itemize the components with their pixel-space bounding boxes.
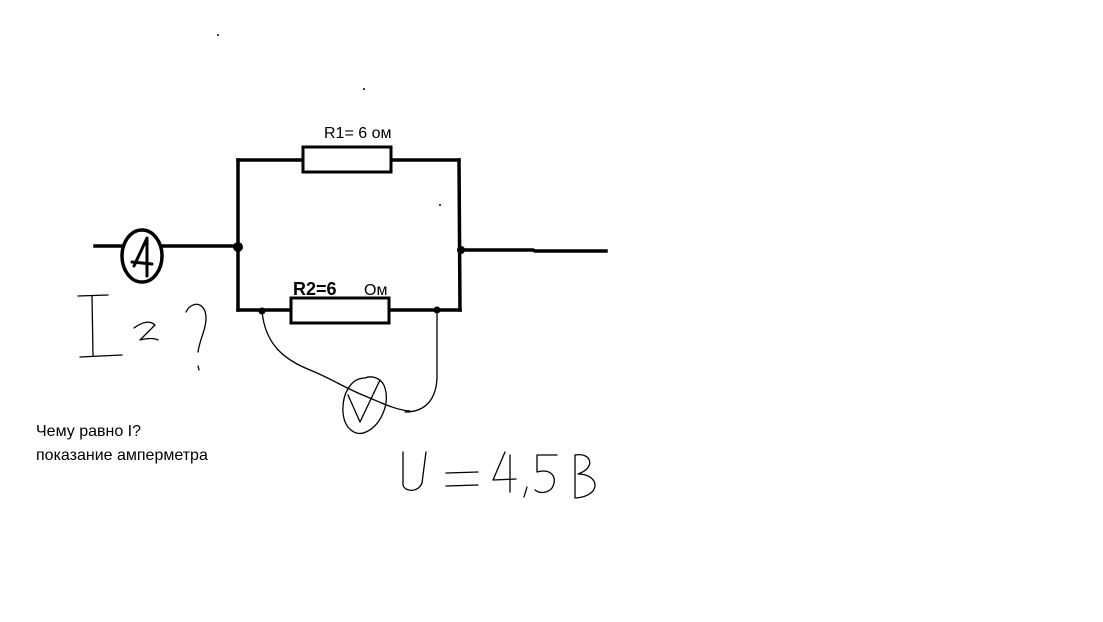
stray-dot <box>217 34 219 36</box>
r1-label: R1= 6 ом <box>324 125 391 142</box>
circuit-wires <box>93 158 608 312</box>
question-line-1: Чему равно I? <box>36 423 142 440</box>
ammeter <box>120 228 164 284</box>
stray-dot <box>363 88 365 90</box>
voltmeter <box>261 309 438 434</box>
r2-unit-label: Ом <box>364 282 387 299</box>
voltmeter-circle <box>342 376 387 434</box>
ammeter-letter-a-icon <box>130 236 154 278</box>
ammeter-circle <box>120 228 164 284</box>
voltmeter-wire-left <box>261 310 411 412</box>
wire-right-lead <box>458 248 608 253</box>
stray-dot <box>439 204 441 206</box>
current-note-handwritten <box>77 294 207 371</box>
r2-label: R2=6 <box>293 279 337 299</box>
question-line-2: показание амперметра <box>36 447 208 464</box>
junction-node-left <box>233 242 243 252</box>
junction-node-right <box>457 246 465 254</box>
voltmeter-wire-right <box>404 309 438 413</box>
voltmeter-letter-v-icon <box>347 379 381 423</box>
resistor-r1 <box>301 145 393 174</box>
question-text: Чему равно I? показание амперметра <box>36 420 208 468</box>
wire-right-vertical <box>457 158 462 312</box>
resistor-r2 <box>289 296 391 325</box>
voltage-note-handwritten <box>402 451 596 499</box>
